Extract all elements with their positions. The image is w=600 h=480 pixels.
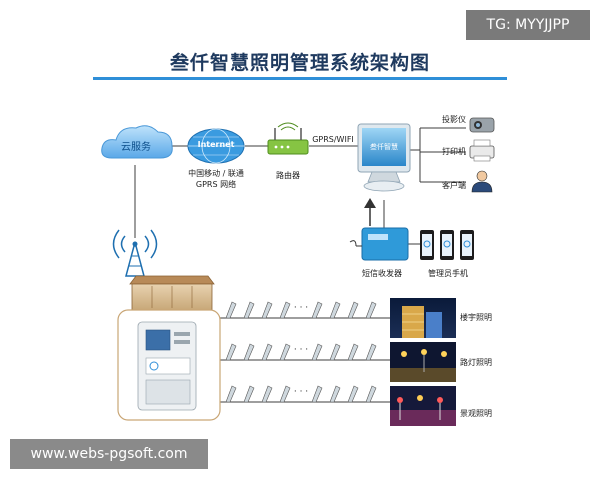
sms-modem-icon [349, 227, 409, 261]
link-label: GPRS/WIFI [312, 135, 354, 144]
street-lighting-label: 路灯照明 [460, 358, 492, 367]
internet-globe-icon [187, 128, 245, 164]
landscape-lighting-label: 景观照明 [460, 409, 492, 418]
street-lamp-row-1 [225, 301, 377, 319]
cloud-service-icon [101, 125, 173, 159]
client-label: 客户端 [442, 181, 466, 190]
street-lamp-row-3 [225, 385, 377, 403]
lamp-row-3-dots: · · · [293, 387, 309, 397]
client-person-icon [471, 170, 493, 193]
cloud-service-label: 云服务 [121, 142, 151, 153]
sms-modem-label: 短信收发器 [362, 269, 402, 278]
lamp-row-1-dots: · · · [293, 303, 309, 313]
controller-panel [117, 309, 221, 421]
building-lighting-label: 楼宇照明 [460, 313, 492, 322]
substation-house-icon [129, 275, 215, 311]
router-icon [267, 122, 309, 155]
router-label: 路由器 [276, 171, 300, 180]
internet-label: Internet [197, 140, 235, 149]
projector-icon [469, 117, 495, 133]
printer-icon [469, 139, 495, 162]
building-lighting-photo [390, 298, 456, 338]
watermark-top: TG: MYYJJPP [466, 10, 590, 40]
lamp-row-2-dots: · · · [293, 345, 309, 355]
monitor-icon [357, 123, 411, 192]
street-lighting-photo [390, 342, 456, 382]
monitor-brand-label: 叁仟智慧 [370, 143, 398, 151]
connection-lines [134, 127, 466, 403]
network-label: GPRS 网络 [195, 180, 237, 189]
street-lamp-row-2 [225, 343, 377, 361]
carrier-label: 中国移动 / 联通 [188, 169, 244, 178]
admin-phones-icon [420, 230, 474, 260]
admin-phone-label: 管理员手机 [428, 269, 468, 278]
title-underline [93, 77, 507, 80]
printer-label: 打印机 [442, 147, 466, 156]
landscape-lighting-photo [390, 386, 456, 426]
sms-antenna-icon [364, 198, 376, 226]
page-title: 叁仟智慧照明管理系统架构图 [169, 52, 430, 74]
watermark-bottom: www.webs-pgsoft.com [10, 439, 208, 469]
projector-label: 投影仪 [442, 115, 466, 124]
